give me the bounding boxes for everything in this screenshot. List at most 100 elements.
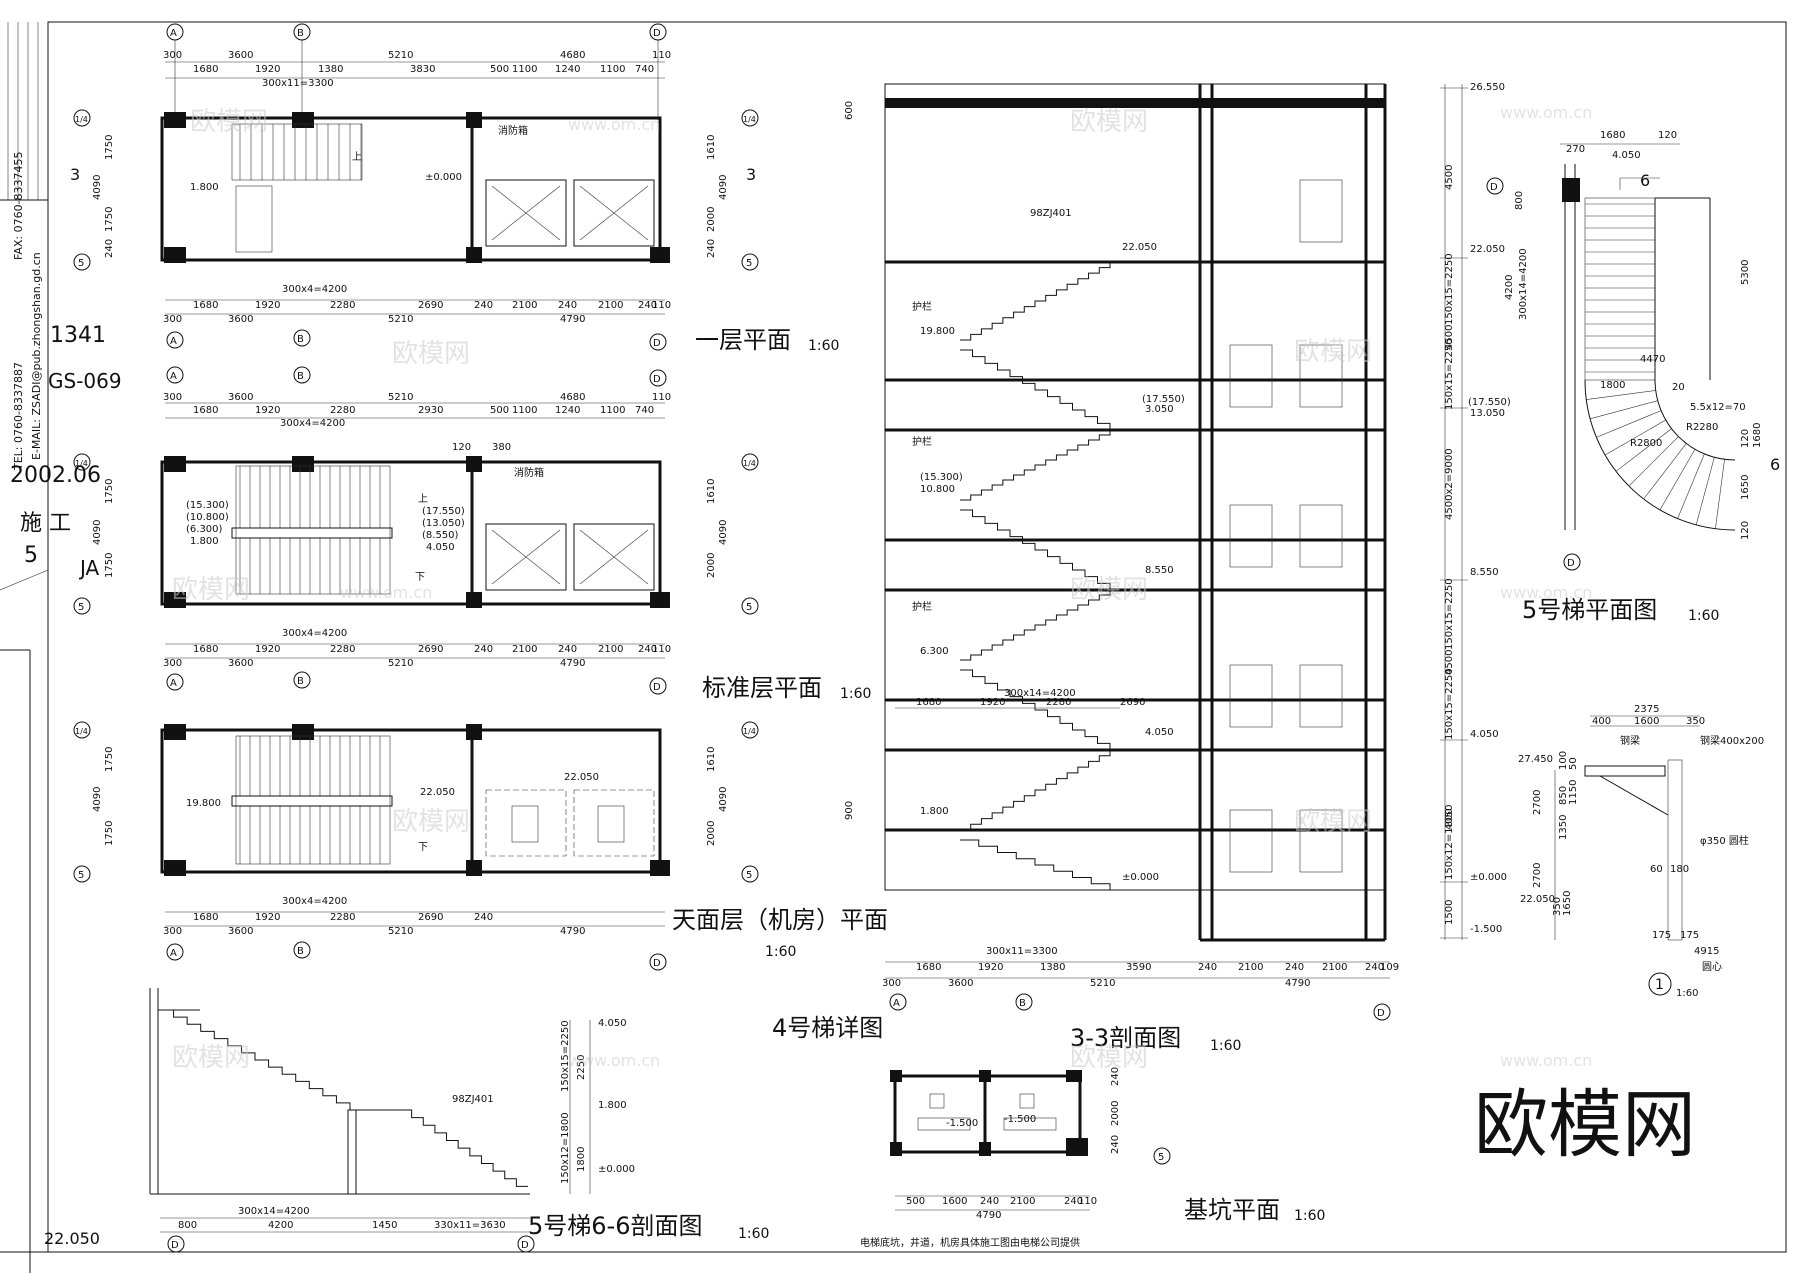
svg-text:2280: 2280 <box>330 300 355 311</box>
svg-text:22.050: 22.050 <box>564 772 599 783</box>
svg-text:19.800: 19.800 <box>920 326 955 337</box>
svg-text:4500: 4500 <box>1444 650 1455 675</box>
svg-text:175: 175 <box>1680 930 1699 941</box>
tb-stage: 施 工 <box>20 511 71 536</box>
svg-text:4.050: 4.050 <box>1612 150 1641 161</box>
svg-text:300x4=4200: 300x4=4200 <box>282 896 347 907</box>
svg-text:1/4: 1/4 <box>743 459 756 468</box>
svg-text:2375: 2375 <box>1634 704 1659 715</box>
svg-text:1.800: 1.800 <box>920 806 949 817</box>
sheet-border <box>47 21 1787 1253</box>
svg-text:150x15=2250: 150x15=2250 <box>1444 578 1455 650</box>
svg-text:(17.550): (17.550) <box>1142 394 1185 405</box>
pit-plan: -1.500 -1.500 240 2000 240 5 500 1600 24… <box>860 1067 1325 1249</box>
svg-text:1650: 1650 <box>1740 475 1751 500</box>
svg-text:8.550: 8.550 <box>1145 565 1174 576</box>
svg-text:240: 240 <box>1365 962 1384 973</box>
svg-text:B: B <box>297 676 304 687</box>
svg-text:4790: 4790 <box>1285 978 1310 989</box>
svg-text:4500x2=9000: 4500x2=9000 <box>1444 448 1455 520</box>
svg-text:1/4: 1/4 <box>743 727 756 736</box>
svg-text:欧模网: 欧模网 <box>392 339 470 369</box>
svg-text:240: 240 <box>474 912 493 923</box>
svg-text:740: 740 <box>635 405 654 416</box>
svg-text:1:60: 1:60 <box>840 686 871 702</box>
title-pit-plan: 基坑平面 <box>1184 1196 1280 1224</box>
svg-text:2100: 2100 <box>1322 962 1347 973</box>
svg-text:300: 300 <box>163 314 182 325</box>
svg-text:A: A <box>170 336 177 347</box>
svg-text:4050: 4050 <box>1444 805 1455 830</box>
svg-text:1750: 1750 <box>104 747 115 772</box>
svg-text:护栏: 护栏 <box>912 600 932 613</box>
svg-text:4680: 4680 <box>560 50 585 61</box>
svg-text:380: 380 <box>492 442 511 453</box>
tb-sheet: 5 <box>24 543 38 568</box>
svg-text:22.050: 22.050 <box>1470 244 1505 255</box>
svg-text:120: 120 <box>1658 130 1677 141</box>
svg-text:3600: 3600 <box>228 314 253 325</box>
svg-text:1750: 1750 <box>104 207 115 232</box>
svg-text:D: D <box>653 682 661 693</box>
svg-text:1920: 1920 <box>255 912 280 923</box>
svg-text:120: 120 <box>1740 521 1751 540</box>
svg-text:D: D <box>1490 182 1498 193</box>
svg-text:A: A <box>170 678 177 689</box>
svg-text:4.050: 4.050 <box>1145 727 1174 738</box>
tb-no1: 1341 <box>50 323 106 348</box>
plan-first-floor: A B D 300 3600 5210 4680 110 1680 1920 1… <box>70 23 839 354</box>
svg-text:1680: 1680 <box>916 962 941 973</box>
svg-text:2690: 2690 <box>1120 697 1145 708</box>
svg-text:-1.500: -1.500 <box>1470 924 1502 935</box>
svg-text:B: B <box>1019 998 1026 1009</box>
svg-text:4790: 4790 <box>560 658 585 669</box>
svg-text:www.om.cn: www.om.cn <box>1500 1051 1592 1070</box>
svg-text:1600: 1600 <box>1634 716 1659 727</box>
svg-text:350: 350 <box>1552 897 1563 916</box>
svg-text:3600: 3600 <box>948 978 973 989</box>
title-block: TEL: 0760-8337887 FAX: 0760-8337455 E-MA… <box>0 22 122 1248</box>
svg-text:欧模网: 欧模网 <box>392 807 470 837</box>
svg-text:5: 5 <box>78 602 84 613</box>
svg-text:240: 240 <box>104 239 115 258</box>
svg-text:1100: 1100 <box>600 405 625 416</box>
svg-text:2250: 2250 <box>576 1055 587 1080</box>
svg-text:D: D <box>521 1240 529 1251</box>
svg-text:(17.550): (17.550) <box>422 506 465 517</box>
svg-text:D: D <box>653 958 661 969</box>
svg-text:4680: 4680 <box>560 392 585 403</box>
svg-text:(17.550): (17.550) <box>1468 397 1511 408</box>
svg-text:98ZJ401: 98ZJ401 <box>452 1094 494 1105</box>
svg-text:2930: 2930 <box>418 405 443 416</box>
svg-text:2000: 2000 <box>1110 1101 1121 1126</box>
svg-text:B: B <box>297 946 304 957</box>
svg-text:1680: 1680 <box>193 912 218 923</box>
svg-text:±0.000: ±0.000 <box>1122 872 1159 883</box>
svg-text:1920: 1920 <box>980 697 1005 708</box>
svg-text:1500: 1500 <box>1444 900 1455 925</box>
svg-text:护栏: 护栏 <box>912 435 932 448</box>
svg-text:4090: 4090 <box>92 787 103 812</box>
svg-text:240: 240 <box>638 300 657 311</box>
svg-text:850: 850 <box>1558 786 1569 805</box>
title-section-3-3: 3-3剖面图 <box>1070 1024 1181 1052</box>
stair5-elevation-dims: 26.550 22.050 (17.550) 13.050 8.550 4.05… <box>1440 82 1511 940</box>
svg-text:110: 110 <box>652 300 671 311</box>
svg-text:4.050: 4.050 <box>1470 729 1499 740</box>
svg-text:2690: 2690 <box>418 300 443 311</box>
svg-text:钢梁400x200: 钢梁400x200 <box>1700 734 1764 747</box>
svg-text:6: 6 <box>1640 171 1650 190</box>
svg-text:5: 5 <box>746 258 752 269</box>
watermark-logo: 欧模网 <box>1474 1082 1696 1168</box>
svg-text:(15.300): (15.300) <box>186 500 229 511</box>
svg-text:欧模网: 欧模网 <box>1294 337 1372 367</box>
svg-text:900: 900 <box>844 801 855 820</box>
svg-text:1/4: 1/4 <box>75 727 88 736</box>
tb-corner: 22.050 <box>44 1229 100 1248</box>
tb-no2: GS-069 <box>48 369 122 393</box>
svg-text:D: D <box>1567 558 1575 569</box>
svg-text:3600: 3600 <box>228 50 253 61</box>
tb-fax: FAX: 0760-8337455 <box>12 151 25 260</box>
svg-text:300x11=3300: 300x11=3300 <box>986 946 1058 957</box>
svg-text:110: 110 <box>652 50 671 61</box>
